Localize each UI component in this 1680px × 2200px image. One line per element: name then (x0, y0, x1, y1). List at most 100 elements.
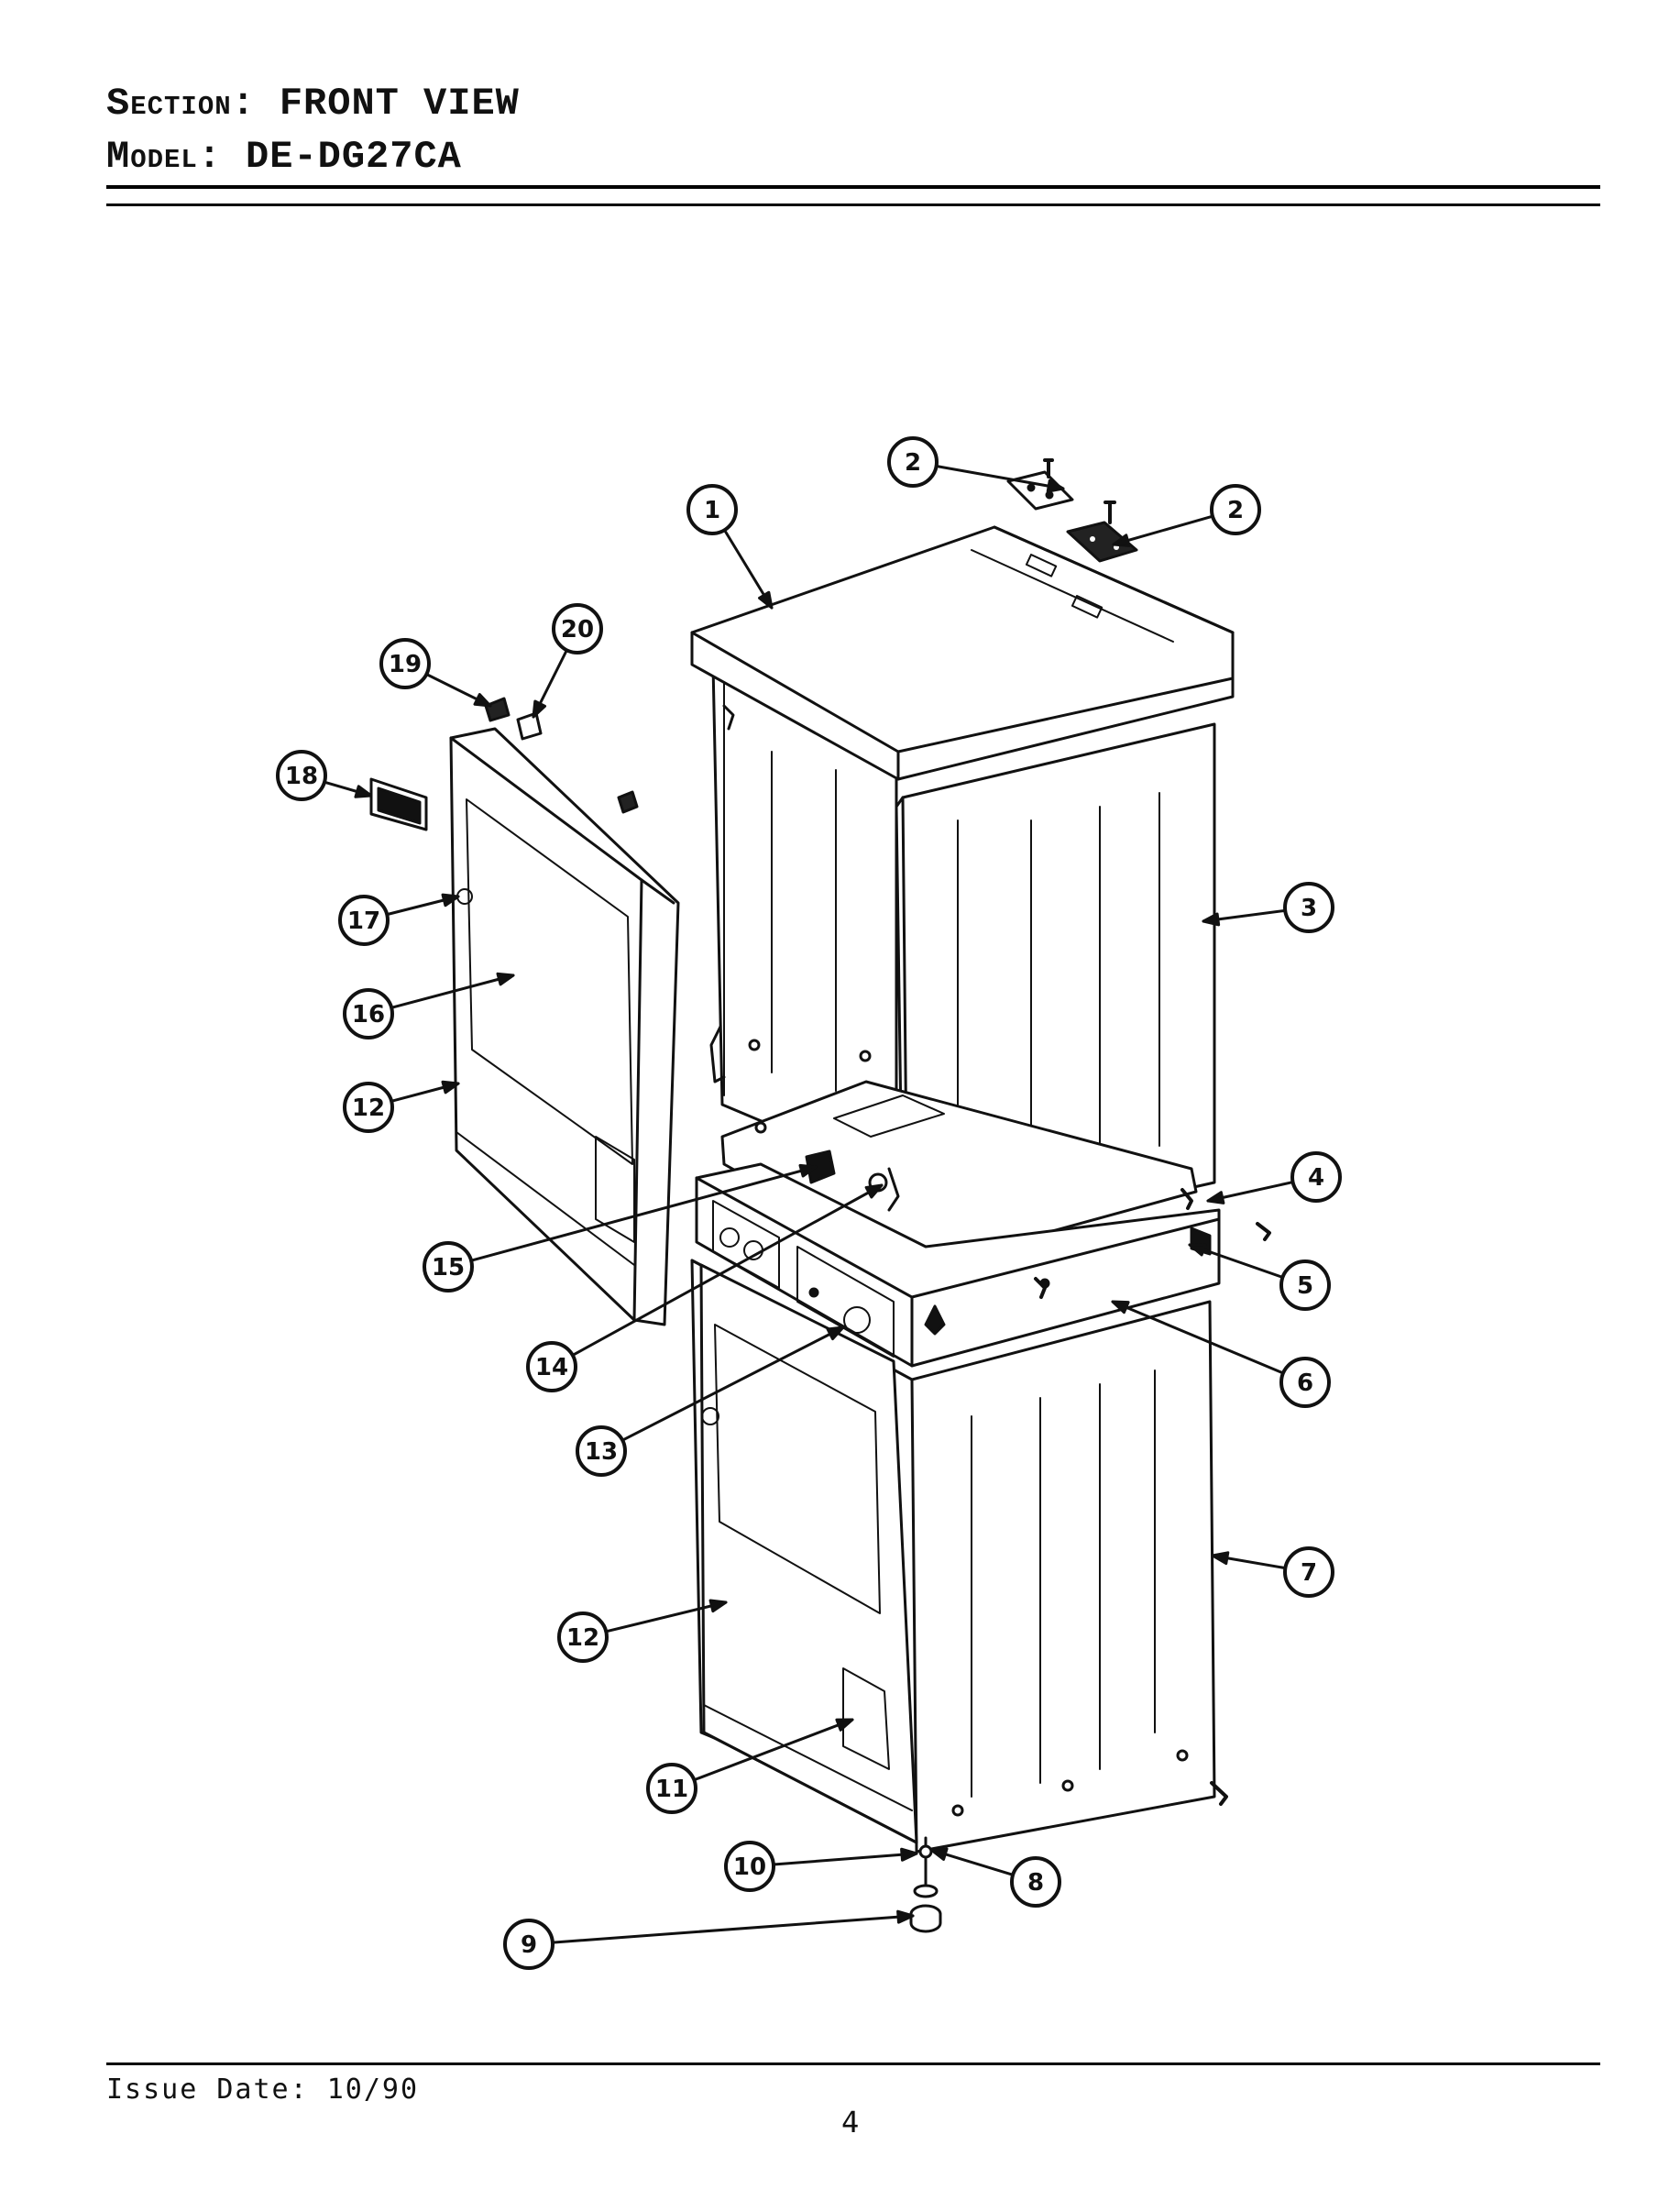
callout-15: 15 (423, 1241, 474, 1292)
callout-number: 11 (655, 1776, 688, 1803)
callout-number: 19 (389, 651, 422, 678)
callout-number: 18 (285, 763, 318, 790)
callout-11: 11 (646, 1763, 697, 1814)
callout-number: 12 (566, 1624, 599, 1652)
callout-16: 16 (343, 988, 394, 1040)
callout-circle (1010, 1856, 1061, 1908)
leader-arrowhead (496, 972, 515, 986)
leader-arrowhead (798, 1163, 818, 1178)
leader-arrowhead (532, 699, 547, 719)
callout-12: 12 (557, 1612, 609, 1663)
leader-line (604, 1600, 728, 1634)
callout-number: 17 (347, 908, 380, 935)
callout-number: 5 (1297, 1272, 1313, 1300)
callout-circle (552, 603, 603, 654)
callout-number: 1 (704, 497, 720, 524)
page-number: 4 (841, 2105, 860, 2140)
leader-line (1112, 514, 1214, 546)
callout-number: 13 (585, 1438, 618, 1466)
callout-10: 10 (724, 1841, 775, 1892)
callout-circle (557, 1612, 609, 1663)
leader-line (620, 1326, 845, 1442)
callout-number: 9 (521, 1931, 537, 1959)
leader-arrowhead (1112, 534, 1131, 547)
callout-number: 16 (352, 1001, 385, 1028)
leader-line (390, 974, 515, 1009)
leader-arrowhead (1046, 478, 1065, 493)
callout-2: 2 (887, 436, 939, 488)
callout-14: 14 (526, 1341, 577, 1392)
leader-line (571, 1183, 884, 1357)
leader-arrowhead (441, 893, 460, 908)
upper-door (369, 697, 680, 1326)
section-value: FRONT VIEW (279, 82, 520, 126)
model-label: Model: (106, 135, 223, 179)
callout-circle (1283, 882, 1334, 933)
callout-7: 7 (1283, 1546, 1334, 1598)
callout-6: 6 (1279, 1357, 1331, 1408)
footer-rule (106, 2062, 1600, 2065)
callout-20: 20 (552, 603, 603, 654)
callout-3: 3 (1283, 882, 1334, 933)
issue-date: Issue Date: 10/90 (106, 2074, 420, 2106)
callout-circle (576, 1425, 627, 1477)
callout-number: 4 (1308, 1164, 1324, 1192)
callout-8: 8 (1010, 1856, 1061, 1908)
section-label: Section: (106, 82, 256, 126)
callout-18: 18 (276, 750, 327, 801)
callout-number: 2 (1227, 497, 1244, 524)
callout-13: 13 (576, 1425, 627, 1477)
leader-arrowhead (864, 1183, 884, 1199)
leader-arrowhead (1206, 1191, 1225, 1204)
callout-number: 15 (432, 1254, 465, 1282)
model-line: Model: DE-DG27CA (106, 130, 520, 183)
callout-circle (1279, 1357, 1331, 1408)
callout-number: 10 (733, 1854, 766, 1881)
leader-arrowhead (835, 1718, 854, 1732)
model-value: DE-DG27CA (246, 135, 462, 179)
callout-circle (686, 484, 738, 535)
callout-1: 1 (686, 484, 738, 535)
leader-arrowhead (929, 1847, 949, 1861)
callout-number: 2 (905, 449, 921, 477)
leader-line (469, 1165, 818, 1262)
callout-circle (338, 895, 390, 946)
callout-circle (526, 1341, 577, 1392)
callout-circle (1283, 1546, 1334, 1598)
callout-4: 4 (1290, 1151, 1342, 1203)
leader-arrowhead (441, 1080, 460, 1094)
leader-arrowhead (473, 693, 492, 708)
callout-circle (887, 436, 939, 488)
leader-line (1188, 1243, 1284, 1279)
callout-circle (1279, 1260, 1331, 1311)
callout-circle (423, 1241, 474, 1292)
callout-number: 12 (352, 1094, 385, 1122)
callout-circle (343, 988, 394, 1040)
page-header: Section: FRONT VIEW Model: DE-DG27CA (106, 77, 520, 183)
leader-arrowhead (900, 1847, 918, 1862)
callout-12: 12 (343, 1082, 394, 1133)
leader-arrowhead (354, 785, 373, 798)
leader-line (935, 465, 1065, 490)
leader-lines (323, 465, 1295, 1944)
leader-line (551, 1914, 915, 1944)
leader-arrowhead (896, 1909, 915, 1924)
leader-arrowhead (1202, 912, 1221, 927)
callout-number: 8 (1027, 1869, 1044, 1897)
callout-2: 2 (1210, 484, 1261, 535)
callout-9: 9 (503, 1919, 555, 1970)
leader-arrowhead (708, 1599, 728, 1613)
leader-arrowhead (1111, 1300, 1130, 1314)
callout-number: 20 (561, 616, 594, 644)
callout-circle (1210, 484, 1261, 535)
callout-number: 3 (1301, 895, 1317, 922)
leader-line (772, 1852, 918, 1866)
callout-number: 14 (535, 1354, 568, 1381)
lower-cabinet (690, 1259, 1228, 1933)
callout-number: 7 (1301, 1559, 1317, 1587)
callout-circle (379, 638, 431, 689)
leader-line (1111, 1300, 1285, 1375)
callout-5: 5 (1279, 1260, 1331, 1311)
leader-arrowhead (826, 1326, 845, 1341)
